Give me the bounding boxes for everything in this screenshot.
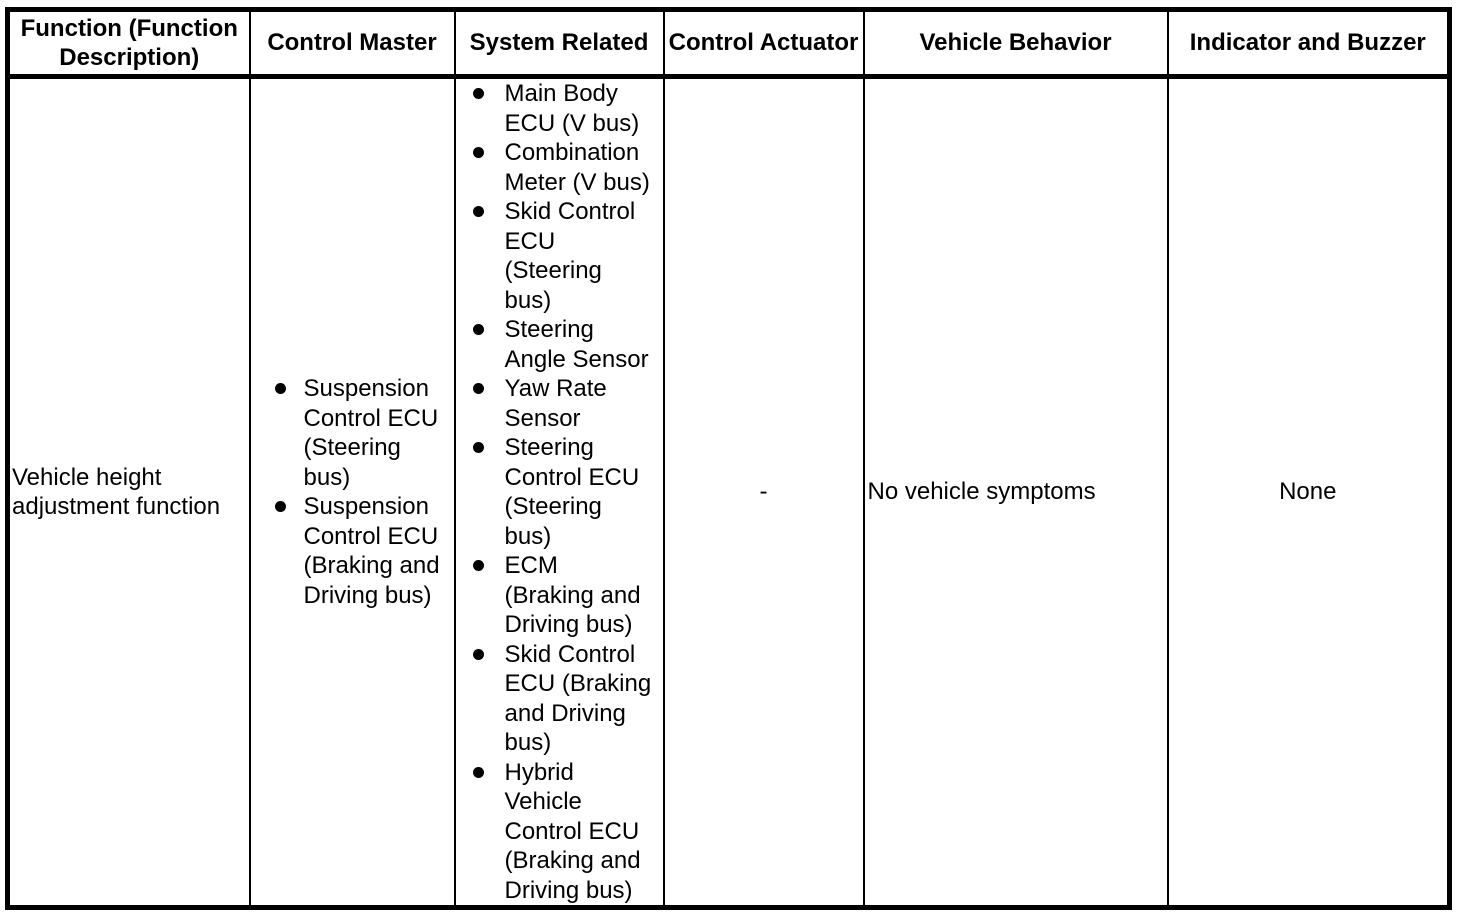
bullet-list-item: Skid Control ECU (Braking and Driving bu… — [457, 640, 662, 758]
system-related-list: Main Body ECU (V bus)Combination Meter (… — [457, 79, 662, 906]
bullet-icon — [274, 501, 286, 512]
control-master-list: Suspension Control ECU (Steering bus)Sus… — [252, 374, 453, 610]
bullet-icon — [472, 766, 484, 778]
cell-control-actuator: - — [662, 75, 865, 909]
column-header-control-actuator: Control Actuator — [662, 8, 865, 79]
bullet-item-text: Skid Control ECU (Steering bus) — [504, 198, 636, 314]
column-header-function: Function (Function Description) — [6, 8, 251, 79]
bullet-item-text: Steering Angle Sensor — [504, 316, 649, 373]
cell-indicator-and-buzzer: None — [1166, 75, 1451, 909]
cell-control-master: Suspension Control ECU (Steering bus)Sus… — [248, 75, 456, 909]
bullet-list-item: ECM (Braking and Driving bus) — [457, 551, 662, 640]
bullet-list-item: Suspension Control ECU (Steering bus) — [252, 374, 453, 492]
bullet-icon — [472, 383, 484, 394]
bullet-item-text: Main Body ECU (V bus) — [504, 80, 640, 137]
cell-function-description: Vehicle height adjustment function — [6, 75, 251, 909]
column-header-system-related: System Related — [453, 8, 665, 79]
bullet-list-item: Main Body ECU (V bus) — [457, 79, 662, 138]
bullet-list-item: Hybrid Vehicle Control ECU (Braking and … — [457, 758, 662, 906]
bullet-item-text: Steering Control ECU (Steering bus) — [504, 434, 640, 550]
bullet-list-item: Steering Control ECU (Steering bus) — [457, 433, 662, 551]
bullet-icon — [472, 88, 484, 99]
cell-vehicle-behavior: No vehicle symptoms — [862, 75, 1169, 909]
bullet-icon — [472, 324, 484, 335]
system-function-table: Function (Function Description) Control … — [5, 7, 1452, 910]
column-header-control-master: Control Master — [248, 8, 456, 79]
bullet-icon — [472, 206, 484, 217]
bullet-icon — [274, 383, 286, 394]
bullet-icon — [472, 442, 484, 453]
bullet-item-text: Hybrid Vehicle Control ECU (Braking and … — [504, 758, 641, 904]
column-header-vehicle-behavior: Vehicle Behavior — [862, 8, 1169, 79]
table-row: Vehicle height adjustment function Suspe… — [6, 75, 1451, 909]
bullet-item-text: ECM (Braking and Driving bus) — [504, 552, 641, 638]
bullet-list-item: Combination Meter (V bus) — [457, 138, 662, 197]
bullet-icon — [472, 648, 484, 660]
cell-system-related: Main Body ECU (V bus)Combination Meter (… — [453, 75, 665, 909]
bullet-item-text: Combination Meter (V bus) — [504, 139, 650, 196]
bullet-item-text: Suspension Control ECU (Braking and Driv… — [303, 493, 440, 609]
bullet-item-text: Suspension Control ECU (Steering bus) — [303, 375, 439, 491]
header-row: Function (Function Description) Control … — [6, 8, 1451, 79]
bullet-icon — [472, 560, 484, 571]
bullet-item-text: Yaw Rate Sensor — [504, 375, 607, 432]
bullet-list-item: Skid Control ECU (Steering bus) — [457, 197, 662, 315]
bullet-list-item: Suspension Control ECU (Braking and Driv… — [252, 492, 453, 610]
bullet-icon — [472, 147, 484, 158]
bullet-item-text: Skid Control ECU (Braking and Driving bu… — [504, 640, 652, 757]
bullet-list-item: Steering Angle Sensor — [457, 315, 662, 374]
bullet-list-item: Yaw Rate Sensor — [457, 374, 662, 433]
column-header-indicator-and-buzzer: Indicator and Buzzer — [1166, 8, 1451, 79]
